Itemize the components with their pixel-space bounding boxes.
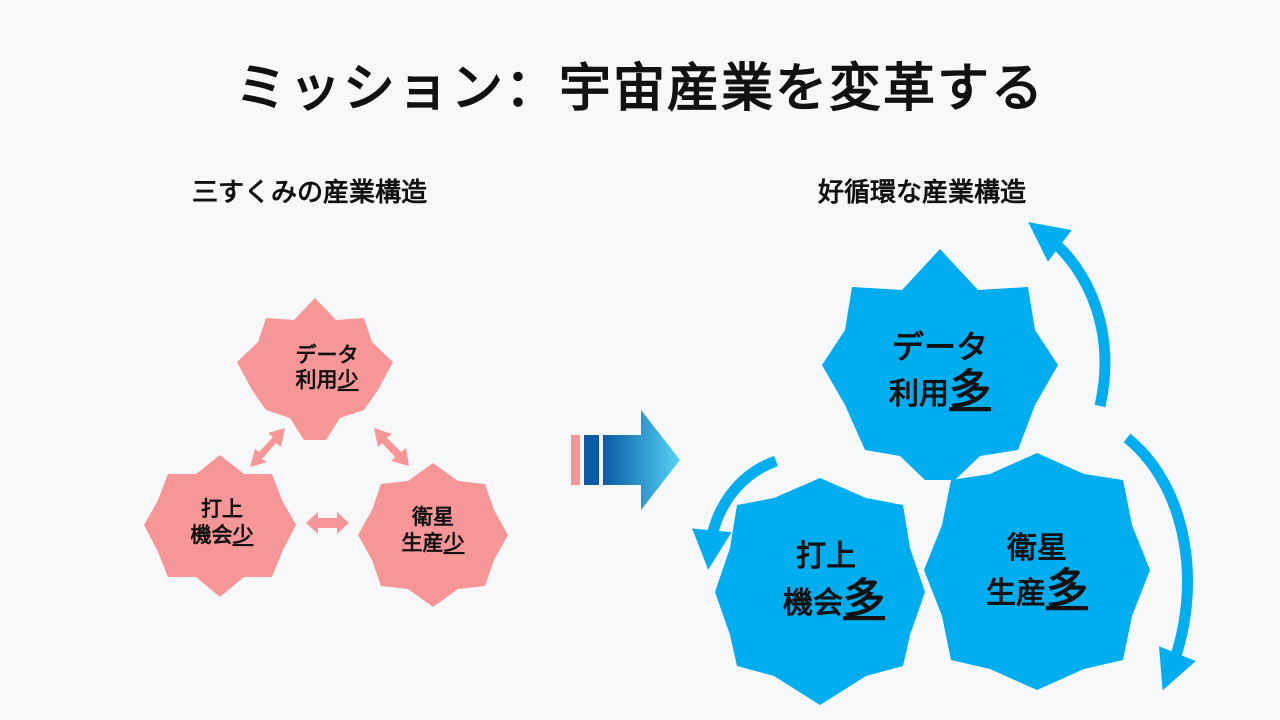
transition-arrow-blue-bar <box>584 435 599 485</box>
gear-data-right-line2: 利用多 <box>889 365 991 414</box>
gear-data-right-line1: データ <box>892 328 988 366</box>
gear-satellite-left-emph: 少 <box>443 531 465 555</box>
gear-launch-right-emph: 多 <box>843 574 885 623</box>
gear-data-right <box>822 249 1058 480</box>
gear-satellite-right-line1: 衛星 <box>1006 531 1067 566</box>
gear-data-left-emph: 少 <box>337 368 359 392</box>
gear-satellite-left <box>358 463 508 607</box>
gear-data-left-line2: 利用少 <box>296 368 359 392</box>
gear-satellite-right-line2: 生産多 <box>986 564 1088 613</box>
gear-satellite-left-line1: 衛星 <box>411 505 454 529</box>
gear-data-left-base: 利用 <box>296 368 338 392</box>
gear-launch-left-base: 機会 <box>191 523 233 547</box>
left-panel-heading: 三すくみの産業構造 <box>192 178 428 208</box>
gear-launch-right <box>715 478 925 705</box>
gear-data-right-emph: 多 <box>949 365 991 414</box>
double-arrow-data-satellite <box>374 428 409 466</box>
cycle-arrow-left <box>692 455 779 570</box>
cycle-arrow-top <box>1028 222 1111 408</box>
gear-satellite-right <box>924 453 1150 690</box>
gear-satellite-left-line2: 生産少 <box>402 531 465 555</box>
gear-launch-right-line1: 打上 <box>796 539 856 574</box>
gear-launch-right-line2: 機会多 <box>783 574 885 623</box>
transition-arrow-pink-bar <box>571 435 580 485</box>
gear-satellite-right-base: 生産 <box>986 576 1046 611</box>
double-arrow-launch-satellite <box>306 512 349 534</box>
right-panel-heading: 好循環な産業構造 <box>818 178 1027 208</box>
transition-arrow-head <box>603 410 680 510</box>
gear-launch-left-emph: 少 <box>232 523 254 547</box>
slide-title: ミッション：宇宙産業を変革する <box>234 59 1045 119</box>
gear-launch-left-line2: 機会少 <box>191 523 254 547</box>
gear-satellite-left-base: 生産 <box>402 531 444 555</box>
double-arrow-data-launch <box>250 428 285 467</box>
transition-arrow <box>571 410 680 510</box>
gear-data-left-line1: データ <box>296 343 359 367</box>
gear-data-left <box>237 298 393 440</box>
gear-launch-left-line1: 打上 <box>201 497 243 521</box>
gear-data-right-base: 利用 <box>889 377 949 412</box>
cycle-arrow-right <box>1123 433 1196 691</box>
gear-launch-left <box>144 455 296 597</box>
gear-satellite-right-emph: 多 <box>1046 564 1088 613</box>
gear-launch-right-base: 機会 <box>783 586 843 621</box>
